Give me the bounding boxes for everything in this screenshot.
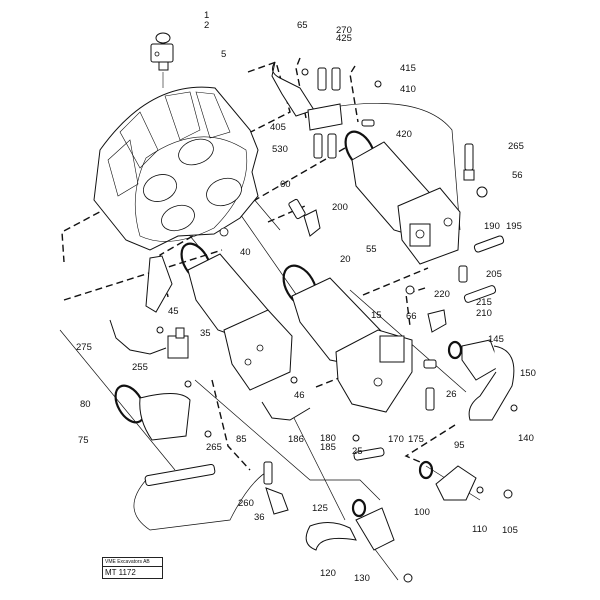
callout-80: 80 [80,399,91,410]
callout-170: 170 [388,434,404,445]
callout-5: 5 [221,49,226,60]
callout-110: 110 [472,524,487,535]
callout-100: 100 [414,507,430,518]
callout-65: 65 [297,20,308,31]
callout-415: 415 [400,63,416,74]
callout-145: 145 [488,334,504,345]
callout-120: 120 [320,568,336,579]
callout-210: 210 [476,308,492,319]
fittings-265-56 [463,143,488,198]
callout-46: 46 [294,390,305,401]
small-fittings [261,359,437,461]
callout-20: 20 [340,254,351,265]
callout-260: 260 [238,498,254,509]
valve-block-assembly [271,61,382,159]
callout-220: 220 [434,289,450,300]
right-fittings [405,235,505,333]
callout-26: 26 [446,389,457,400]
title-block-drawing-number: MT 1172 [105,568,136,577]
callout-60: 60 [280,179,291,190]
pressure-switch [150,32,174,88]
callout-2: 2 [204,20,209,31]
callout-35: 35 [200,328,211,339]
callout-180: 180 [320,433,336,444]
callout-66: 66 [406,311,417,322]
callout-420: 420 [396,129,412,140]
callout-45: 45 [168,306,179,317]
callout-175: 175 [408,434,424,445]
callout-205: 205 [486,269,502,280]
upper-right-pump [344,130,461,265]
callout-186: 186 [288,434,304,445]
callout-270: 270 [336,25,352,36]
callout-1: 1 [204,10,209,21]
callout-25: 25 [352,446,363,457]
gearbox-housing [93,86,259,251]
flange-blocks [305,339,518,583]
end-cover [114,384,212,441]
fitting-200 [288,198,321,237]
callout-275: 275 [76,342,92,353]
callout-140: 140 [518,433,534,444]
callout-255: 255 [132,362,148,373]
callout-195: 195 [506,221,522,232]
callout-75: 75 [78,435,89,446]
callout-40: 40 [240,247,251,258]
callout-185: 185 [320,442,336,453]
callout-425: 425 [336,33,352,44]
callout-215: 215 [476,297,492,308]
callout-190: 190 [484,221,500,232]
tee-fitting-and-hose [133,461,289,531]
callout-530: 530 [272,144,288,155]
callout-410: 410 [400,84,416,95]
callout-55: 55 [366,244,377,255]
callout-85: 85 [236,434,247,445]
title-block-company: VME Excavators AB [103,558,162,567]
callout-labels: 1 2 5 65 270 425 415 410 405 420 530 265… [76,10,536,584]
left-pump [180,242,293,391]
title-block: VME Excavators AB MT 1172 [102,557,163,579]
callout-405: 405 [270,122,286,133]
callout-130: 130 [354,573,370,584]
callout-105: 105 [502,525,518,536]
callout-265-lower: 265 [206,442,222,453]
callout-200: 200 [332,202,348,213]
callout-150: 150 [520,368,536,379]
assembly-dash-lines [61,57,456,471]
callout-36: 36 [254,512,265,523]
callout-95: 95 [454,440,465,451]
callout-15: 15 [371,310,382,321]
callout-125: 125 [312,503,328,514]
left-bracket [145,255,173,334]
callout-56: 56 [512,170,523,181]
center-pump [282,264,413,413]
callout-265-upper: 265 [508,141,524,152]
solenoid-valve [109,319,192,388]
